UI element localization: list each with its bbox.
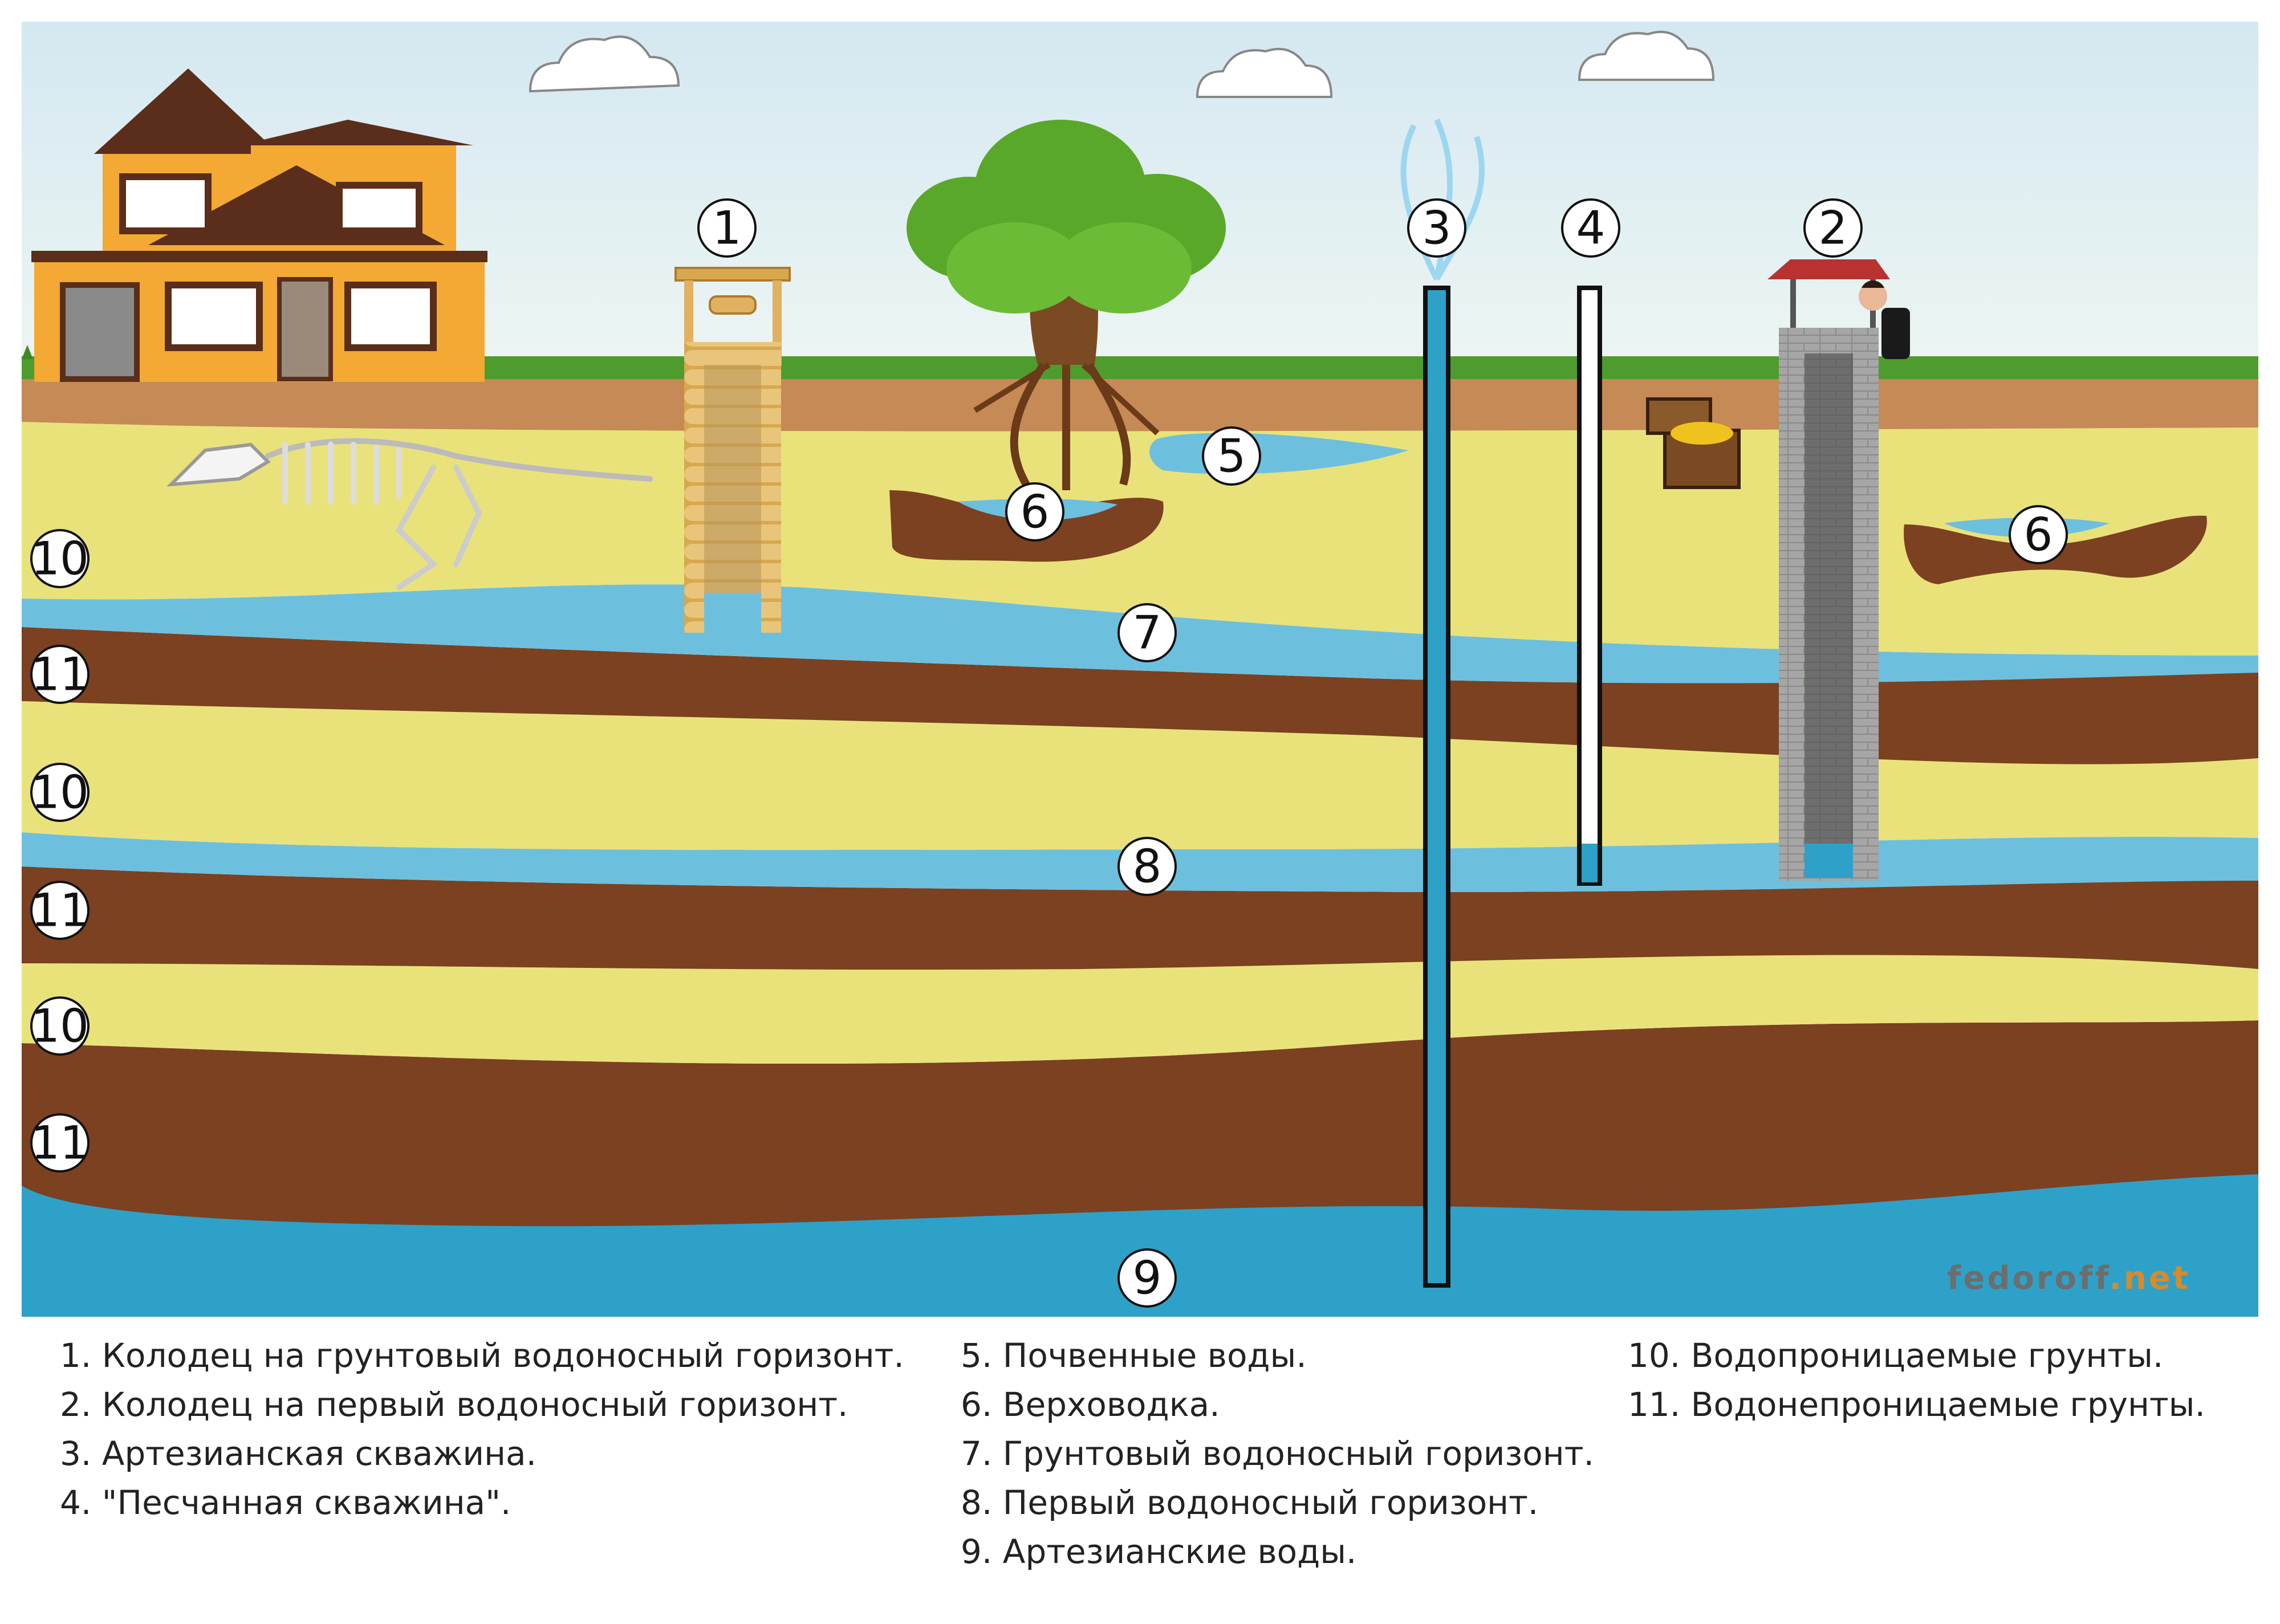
svg-text:10: 10 [31,532,89,585]
legend-column-waters: 5. Почвенные воды. 6. Верховодка. 7. Гру… [961,1331,1594,1576]
impermeable-layer-2 [22,866,2258,970]
marker-5: 5 [1202,426,1261,486]
dinosaur-skeleton-icon [166,438,653,590]
topsoil-layer [22,376,2258,432]
wooden-well-icon [674,267,791,633]
legend-item: 1. Колодец на грунтовый водоносный гориз… [60,1336,904,1375]
impermeable-layer-1 [22,627,2258,764]
marker-10-lower: 10 [30,996,90,1056]
legend-item: 11. Водонепроницаемые грунты. [1628,1385,2205,1424]
svg-text:10: 10 [31,1000,89,1053]
svg-text:11: 11 [31,1117,89,1170]
svg-text:5: 5 [1217,430,1246,483]
svg-text:8: 8 [1133,840,1162,893]
svg-text:9: 9 [1133,1252,1162,1305]
legend-item: 9. Артезианские воды. [961,1532,1357,1571]
marker-11-middle: 11 [30,881,90,940]
marker-11-lower: 11 [30,1113,90,1173]
legend-item: 5. Почвенные воды. [961,1336,1307,1375]
legend-item: 7. Грунтовый водоносный горизонт. [961,1434,1594,1473]
tree-icon [907,120,1226,490]
marker-11-upper: 11 [30,645,90,704]
svg-text:10: 10 [31,766,89,819]
legend-item: 6. Верховодка. [961,1385,1220,1424]
marker-2: 2 [1803,198,1863,258]
marker-10-middle: 10 [30,763,90,822]
marker-7: 7 [1117,603,1177,662]
legend-column-wells: 1. Колодец на грунтовый водоносный гориз… [60,1331,904,1527]
legend-item: 8. Первый водоносный горизонт. [961,1483,1539,1522]
legend-item: 4. "Песчанная скважина". [60,1483,511,1522]
brick-well-icon [1767,259,1890,881]
svg-text:1: 1 [713,202,742,255]
cloud-icon [1578,30,1715,81]
man-icon [1859,280,1910,359]
svg-text:7: 7 [1133,607,1162,660]
legend-item: 3. Артезианская скважина. [60,1434,537,1473]
watermark: fedoroff.net [1947,1260,2190,1297]
marker-4: 4 [1561,198,1620,258]
svg-text:4: 4 [1576,202,1606,255]
marker-6-left: 6 [1005,482,1064,542]
marker-6-right: 6 [2009,505,2068,564]
watermark-name: fedoroff [1947,1260,2110,1297]
watermark-tld: .net [2109,1260,2190,1297]
marker-10-upper: 10 [30,529,90,588]
legend-item: 10. Водопроницаемые грунты. [1628,1336,2164,1375]
cloud-icon [1196,47,1333,98]
legend-column-soils: 10. Водопроницаемые грунты. 11. Водонепр… [1628,1331,2205,1429]
svg-text:6: 6 [1021,486,1050,539]
marker-1: 1 [697,198,757,258]
artesian-well-icon [1400,118,1485,1288]
svg-text:11: 11 [31,884,89,937]
cloud-icon [529,35,680,93]
svg-text:3: 3 [1423,202,1452,255]
svg-text:11: 11 [31,648,89,701]
svg-text:2: 2 [1819,202,1848,255]
treasure-chest-icon [1646,397,1741,489]
marker-9: 9 [1117,1248,1177,1308]
marker-3: 3 [1407,198,1466,258]
house-icon [31,68,487,382]
impermeable-layer-3 [22,1020,2258,1227]
marker-8: 8 [1117,837,1177,896]
svg-text:6: 6 [2024,508,2053,561]
sand-well-icon [1577,286,1602,886]
permeable-layer-2 [22,701,2258,850]
legend-item: 2. Колодец на первый водоносный горизонт… [60,1385,848,1424]
